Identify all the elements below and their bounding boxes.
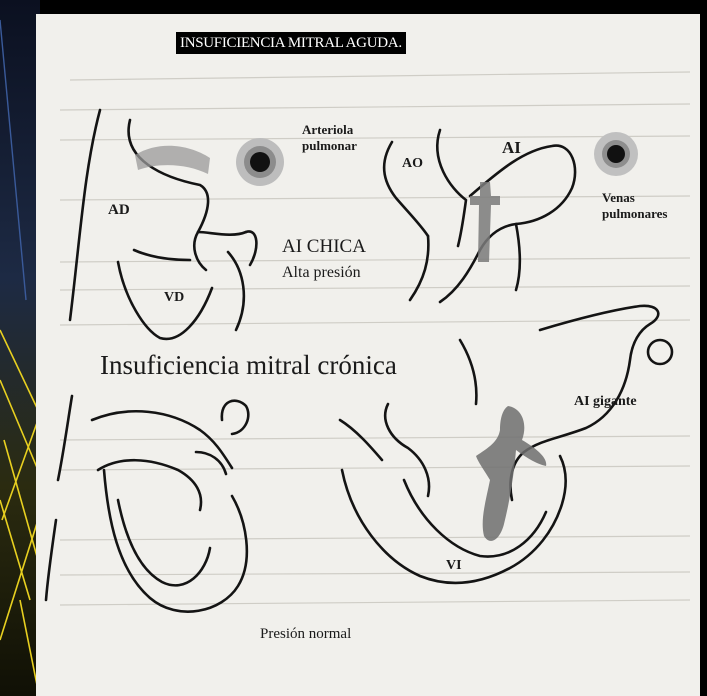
ai-gigante-label: AI gigante xyxy=(574,394,637,410)
ao-label: AO xyxy=(402,156,423,172)
venas-circle-icon xyxy=(594,132,638,176)
venas-label-line1: Venas xyxy=(602,190,668,206)
alta-presion-label: Alta presión xyxy=(282,264,361,282)
pulmonary-flow-shading xyxy=(135,146,210,174)
presion-normal-label: Presión normal xyxy=(260,626,351,643)
regurgitant-jet-shading xyxy=(470,182,500,262)
arteriola-circle-icon xyxy=(236,138,284,186)
chronic-title: Insuficiencia mitral crónica xyxy=(100,350,397,381)
arteriola-label-line2: pulmonar xyxy=(302,138,357,154)
venas-label-line2: pulmonares xyxy=(602,206,668,222)
ad-label: AD xyxy=(108,202,130,219)
arteriola-label: Arteriola pulmonar xyxy=(302,122,357,154)
chronic-right-heart xyxy=(46,396,248,612)
chronic-left-heart xyxy=(340,306,672,583)
ai-chica-label: AI CHICA xyxy=(282,236,366,258)
title-bar: INSUFICIENCIA MITRAL AGUDA. xyxy=(176,32,406,54)
vi-label: VI xyxy=(446,558,462,574)
regurgitant-jet-shading xyxy=(476,406,546,541)
vd-label: VD xyxy=(164,290,184,306)
arteriola-label-line1: Arteriola xyxy=(302,122,357,138)
venas-label: Venas pulmonares xyxy=(602,190,668,222)
ai-label: AI xyxy=(502,138,521,158)
